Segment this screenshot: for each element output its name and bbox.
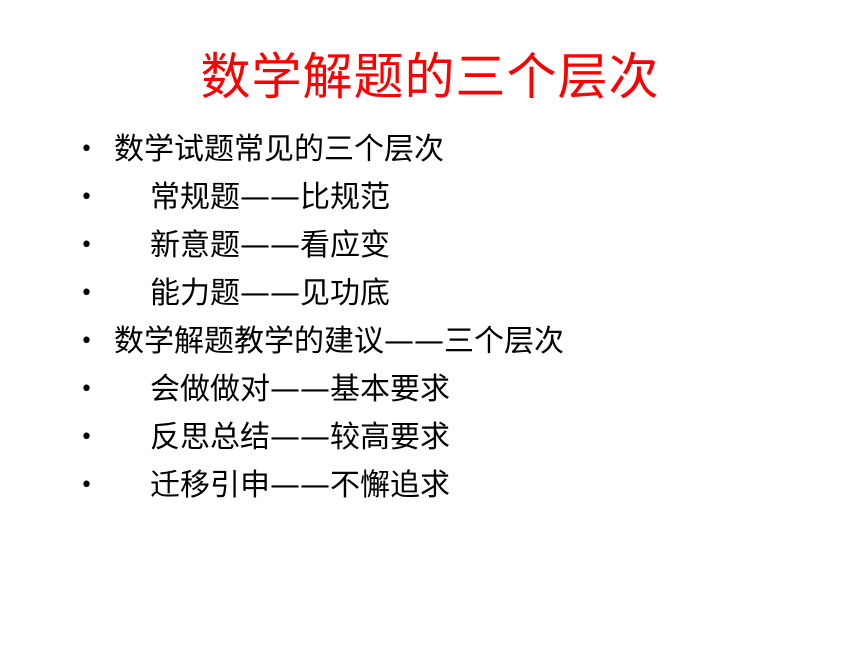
bullet-dot-icon: • — [80, 281, 93, 306]
bullet-dot-icon: • — [80, 425, 93, 450]
slide-title: 数学解题的三个层次 — [200, 48, 660, 106]
bullet-dot-icon: • — [80, 377, 93, 402]
bullet-dot-icon: • — [80, 233, 93, 258]
bullet-text: 迁移引申——不懈追求 — [150, 468, 450, 503]
bullet-text: 数学试题常见的三个层次 — [114, 132, 444, 167]
bullet-text: 会做做对——基本要求 — [150, 372, 450, 407]
bullet-text: 常规题——比规范 — [150, 180, 390, 215]
bullet-text: 能力题——见功底 — [150, 276, 390, 311]
bullet-text: 新意题——看应变 — [150, 228, 390, 263]
bullet-dot-icon: • — [80, 185, 93, 210]
bullet-text: 反思总结——较高要求 — [150, 420, 450, 455]
bullet-text: 数学解题教学的建议——三个层次 — [114, 324, 564, 359]
bullet-dot-icon: • — [80, 329, 93, 354]
bullet-dot-icon: • — [80, 473, 93, 498]
bullet-dot-icon: • — [80, 137, 93, 162]
